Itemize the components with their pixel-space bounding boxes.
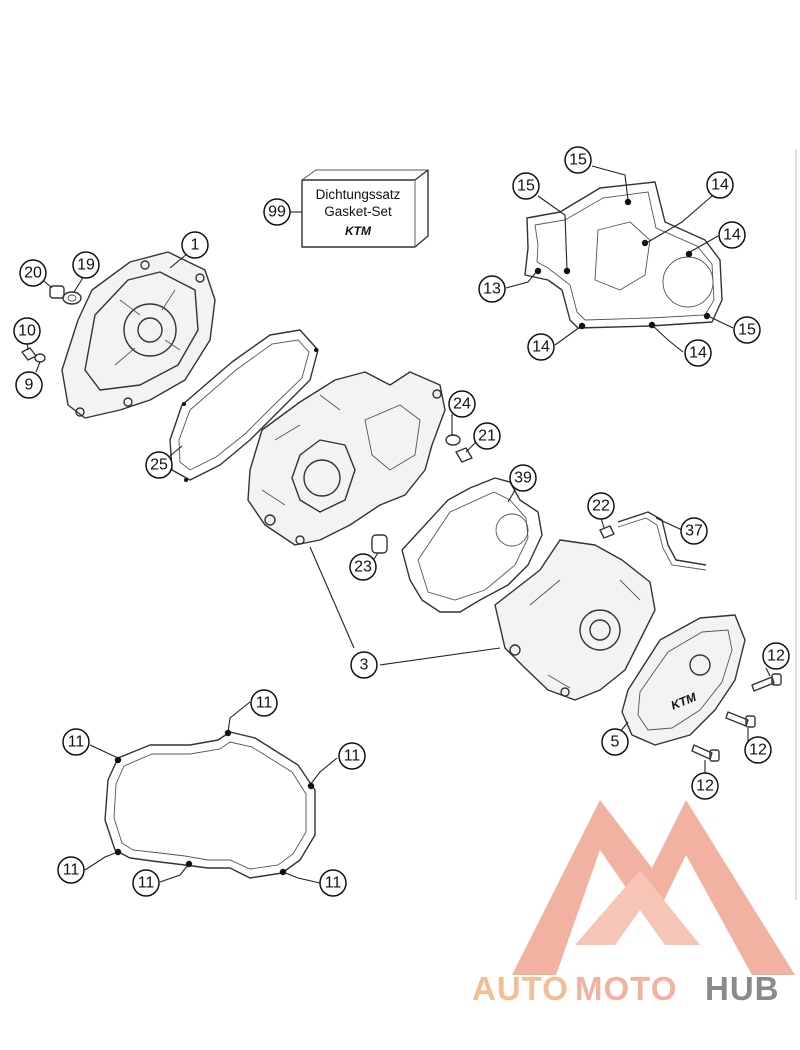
- svg-text:22: 22: [592, 498, 610, 515]
- part-cover: [61, 251, 216, 419]
- callout-13: 13: [478, 275, 506, 303]
- callout-25: 25: [145, 451, 173, 479]
- logo-triangle-inner: [575, 870, 700, 945]
- svg-text:12: 12: [696, 778, 714, 795]
- svg-text:13: 13: [483, 281, 501, 298]
- svg-text:25: 25: [150, 457, 168, 474]
- part-clutch-cover-gasket: [104, 731, 316, 879]
- svg-text:11: 11: [256, 695, 273, 712]
- ktm-logo: KTM: [345, 224, 372, 238]
- callout-11-bottom-right: 11: [319, 869, 347, 897]
- part-cylinder-gasket: [524, 181, 723, 329]
- svg-text:11: 11: [63, 862, 80, 879]
- part-screw-12a: [751, 673, 782, 692]
- logo-text-hub: HUB: [705, 970, 780, 1007]
- svg-text:11: 11: [138, 875, 155, 892]
- svg-text:9: 9: [25, 377, 34, 394]
- callout-24: 24: [448, 390, 476, 418]
- svg-text:3: 3: [360, 657, 369, 674]
- svg-text:14: 14: [689, 345, 707, 362]
- part-clutch-cover-5: KTM: [621, 614, 746, 746]
- svg-text:20: 20: [24, 265, 42, 282]
- callout-20: 20: [19, 259, 47, 287]
- part-screw-12c: [691, 744, 720, 762]
- svg-text:1: 1: [191, 237, 200, 254]
- callout-11-right: 11: [338, 742, 366, 770]
- callout-15-top: 15: [564, 146, 592, 174]
- part-nipple-22: [599, 525, 615, 539]
- part-washer-24: [445, 434, 461, 446]
- callout-12-middle: 12: [744, 736, 772, 764]
- callout-11-left: 11: [62, 728, 90, 756]
- svg-text:19: 19: [77, 257, 95, 274]
- part-crankcase-left: [247, 371, 446, 546]
- part-crankcase-right: [494, 539, 656, 701]
- callout-11-top: 11: [250, 689, 278, 717]
- callout-15-left: 15: [512, 172, 540, 200]
- part-screw-10: [21, 347, 37, 361]
- callout-3: 3: [350, 651, 378, 679]
- callout-14-top: 14: [706, 171, 734, 199]
- svg-text:39: 39: [514, 470, 532, 487]
- part-dowel-23: [371, 534, 388, 554]
- callout-99: 99: [263, 198, 291, 226]
- svg-text:5: 5: [611, 734, 620, 751]
- gasket-set-title-de: Dichtungssatz: [316, 187, 401, 202]
- svg-text:15: 15: [517, 178, 535, 195]
- automotohub-logo: AUTO MOTO HUB: [472, 800, 795, 1007]
- callout-9: 9: [15, 371, 43, 399]
- svg-text:24: 24: [453, 396, 471, 413]
- svg-text:12: 12: [767, 648, 785, 665]
- gasket-hole-dots: [114, 198, 711, 876]
- callout-11-bottom-left: 11: [57, 856, 85, 884]
- part-screw-12b: [725, 711, 756, 728]
- callout-39: 39: [509, 464, 537, 492]
- gasket-set-title-en: Gasket-Set: [324, 204, 392, 219]
- callout-15-right: 15: [733, 316, 761, 344]
- logo-text-moto: MOTO: [575, 970, 677, 1007]
- svg-text:99: 99: [268, 204, 286, 221]
- gasket-set-box: Dichtungssatz Gasket-Set KTM: [301, 169, 429, 248]
- callout-1: 1: [181, 231, 209, 259]
- callout-37: 37: [680, 517, 708, 545]
- callout-14-bottom: 14: [684, 339, 712, 367]
- callout-21: 21: [473, 422, 501, 450]
- part-washer-19: [62, 291, 82, 305]
- part-plug-20: [49, 285, 65, 299]
- svg-text:12: 12: [749, 742, 767, 759]
- callout-19: 19: [72, 251, 100, 279]
- svg-text:11: 11: [68, 734, 85, 751]
- svg-text:11: 11: [325, 875, 342, 892]
- callout-22: 22: [587, 492, 615, 520]
- callout-5: 5: [601, 728, 629, 756]
- svg-text:14: 14: [711, 177, 729, 194]
- svg-text:14: 14: [723, 227, 741, 244]
- part-washer-9: [34, 353, 46, 363]
- logo-text-auto: AUTO: [472, 970, 569, 1007]
- svg-text:37: 37: [685, 523, 703, 540]
- callout-12-top: 12: [762, 642, 790, 670]
- callout-23: 23: [349, 553, 377, 581]
- part-hose-37: [617, 511, 707, 571]
- leader-lines: [26, 165, 771, 884]
- part-gasket-39: [401, 477, 543, 613]
- callout-12-bottom: 12: [691, 772, 719, 800]
- svg-text:14: 14: [532, 339, 550, 356]
- callout-14-right: 14: [718, 221, 746, 249]
- svg-text:23: 23: [354, 559, 372, 576]
- callout-10: 10: [13, 317, 41, 345]
- part-gasket-25: [169, 329, 319, 482]
- part-screw-21: [455, 447, 473, 463]
- svg-text:15: 15: [569, 152, 587, 169]
- svg-text:10: 10: [18, 323, 36, 340]
- svg-text:15: 15: [738, 322, 756, 339]
- callout-11-bottom-middle: 11: [132, 869, 160, 897]
- svg-text:11: 11: [344, 748, 361, 765]
- callout-14-bottom-left: 14: [527, 333, 555, 361]
- svg-text:21: 21: [478, 428, 496, 445]
